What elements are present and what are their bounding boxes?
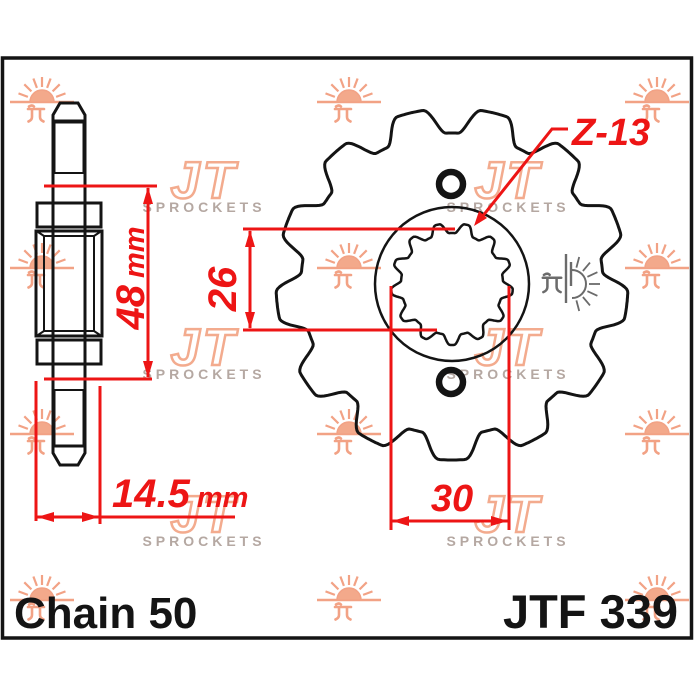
- z13-leader-line: [476, 127, 568, 223]
- sun-watermark-icon: [625, 243, 689, 289]
- chamfer-line: [37, 330, 45, 336]
- hole-bottom: [435, 366, 467, 398]
- hole-top: [435, 168, 467, 200]
- jt-logo-watermark: JT: [171, 319, 239, 377]
- sprocket-side-view: [34, 101, 104, 467]
- arrow-right-icon: [491, 516, 508, 526]
- sun-watermark-icon: [317, 575, 381, 621]
- gear-teeth-outline: [274, 109, 630, 462]
- arrow-right-icon: [82, 512, 99, 522]
- spline-bore-outline: [390, 223, 514, 347]
- sprockets-watermark-text: SPROCKETS: [142, 533, 265, 549]
- sprockets-watermark-text: SPROCKETS: [142, 199, 265, 215]
- hub-bore-inner-lines: [43, 235, 95, 332]
- dim-48-label: 48mm: [109, 226, 153, 330]
- jt-stamp-icon: [541, 254, 600, 312]
- sun-watermark-icon: [317, 77, 381, 123]
- jt-logo-watermark: JT: [475, 152, 543, 210]
- hub-circle: [373, 205, 531, 363]
- jt-logo-watermark: JT: [475, 319, 543, 377]
- sun-watermark-icon: [10, 77, 74, 123]
- sprockets-watermark-text: SPROCKETS: [446, 533, 569, 549]
- chamfer-line: [93, 231, 101, 237]
- chamfer-line: [93, 330, 101, 336]
- sun-watermark-icon: [625, 575, 689, 621]
- jt-logo-watermark: JT: [171, 486, 239, 544]
- sprockets-watermark-text: SPROCKETS: [446, 366, 569, 382]
- arrow-down-icon: [245, 312, 255, 329]
- jt-logo-watermark: JT: [475, 486, 543, 544]
- tooth-plate-section-bottom: [35, 338, 103, 366]
- arrow-left-icon: [392, 516, 409, 526]
- dim-30-label: 30: [431, 478, 473, 520]
- sun-watermark-icon: [317, 243, 381, 289]
- shaft-end-cap-bottom: [51, 444, 87, 467]
- sun-watermark-icon: [625, 409, 689, 455]
- arrow-up-icon: [143, 187, 153, 204]
- arrowhead-icon: [474, 211, 487, 226]
- sun-watermark-icon: [625, 77, 689, 123]
- part-number-label: JTF 339: [503, 585, 678, 638]
- sprockets-watermark-text: SPROCKETS: [142, 366, 265, 382]
- tooth-plate-section-top: [35, 201, 103, 229]
- chain-size-label: Chain 50: [14, 589, 197, 638]
- arrow-down-icon: [143, 361, 153, 378]
- arrow-left-icon: [37, 512, 54, 522]
- dim-26-label: 26: [201, 266, 245, 312]
- chamfer-line: [37, 231, 45, 237]
- teeth-count-label: Z-13: [571, 112, 650, 154]
- frame-border: [0, 56, 694, 640]
- arrow-up-icon: [245, 230, 255, 247]
- hub-body: [34, 229, 104, 338]
- sprocket-front-view: [274, 109, 630, 462]
- jt-logo-watermark: JT: [171, 152, 239, 210]
- sun-watermark-icon: [10, 575, 74, 621]
- shaft-end-cap-top: [51, 101, 87, 124]
